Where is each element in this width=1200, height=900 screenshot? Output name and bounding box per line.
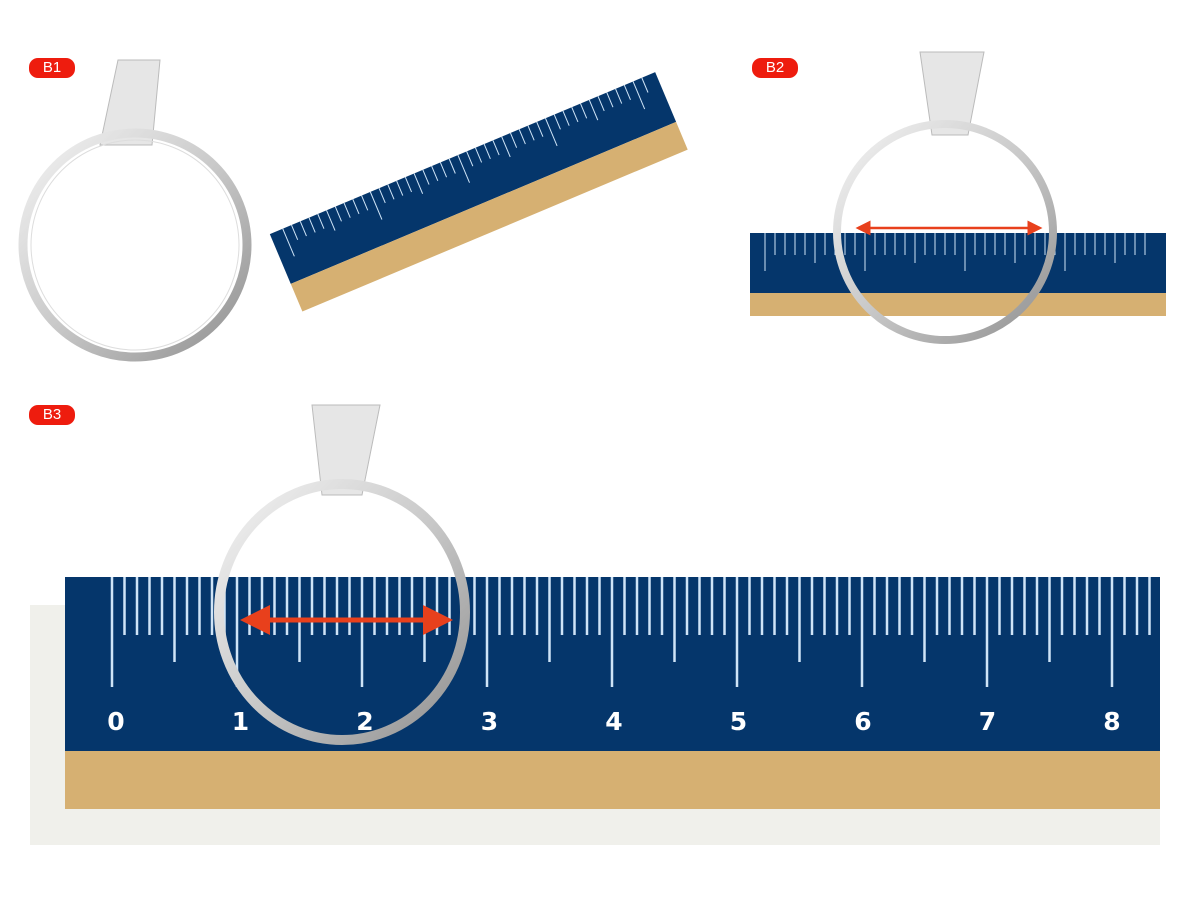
ruler-tick — [606, 92, 614, 108]
ring-b3 — [214, 404, 470, 745]
ruler-tick — [632, 81, 646, 110]
ruler-number: 6 — [854, 707, 871, 736]
ruler-tick — [501, 136, 511, 158]
ruler-tick — [378, 188, 386, 204]
ruler-tick — [527, 125, 535, 141]
ruler-tick — [404, 176, 413, 193]
ruler-number: 5 — [730, 707, 747, 736]
ruler-tick — [509, 132, 518, 148]
ruler-tick — [448, 158, 456, 174]
ruler-tick — [396, 180, 404, 196]
ruler-tick — [580, 103, 588, 119]
ruler-tick — [588, 99, 599, 121]
ruler-tick — [282, 228, 295, 257]
ruler-number: 4 — [605, 707, 622, 736]
ruler-tick — [562, 110, 570, 126]
ruler-tick — [334, 206, 342, 222]
ruler-b2 — [750, 233, 1166, 316]
ruler-tan-edge — [750, 293, 1166, 316]
ring-b1 — [18, 59, 252, 362]
step-badge-b3: B3 — [29, 405, 75, 425]
ruler-tick — [553, 114, 561, 130]
step-badge-b2: B2 — [752, 58, 798, 78]
ruler-number: 8 — [1103, 707, 1120, 736]
ruler-tick — [641, 77, 649, 93]
ruler-tick — [483, 143, 491, 159]
ruler-tick — [466, 151, 474, 167]
ruler-tick — [571, 107, 579, 123]
ruler-b3: 0 1 2 3 4 5 6 7 8 — [30, 577, 1160, 845]
ruler-tick — [615, 88, 623, 104]
ruler-number: 0 — [107, 707, 124, 736]
ruler-tick — [387, 184, 395, 200]
ruler-tick — [439, 162, 448, 178]
ruler-tick — [431, 165, 439, 182]
ruler-tick — [474, 147, 483, 163]
step-badge-b1: B1 — [29, 58, 75, 78]
ruler-tick — [299, 221, 307, 237]
ruler-tick — [369, 191, 383, 220]
ruler-tick — [623, 84, 631, 101]
ruler-tick — [422, 169, 430, 185]
ruler-tick — [317, 213, 325, 229]
ruler-tick — [361, 195, 369, 211]
ruler-number: 2 — [356, 707, 373, 736]
ruler-tan-edge — [290, 121, 688, 312]
ruler-tick — [492, 140, 500, 156]
ruler-blue-face — [269, 72, 677, 284]
ruler-tick — [457, 154, 470, 183]
ring-prong-icon — [99, 59, 161, 146]
ruler-tick — [413, 173, 424, 194]
ruler-blue-face — [750, 233, 1166, 293]
ring-prong-icon — [311, 404, 381, 496]
ruler-tick — [536, 121, 544, 137]
ruler-number: 3 — [481, 707, 498, 736]
ruler-b1 — [269, 72, 688, 312]
ruler-number: 7 — [979, 707, 996, 736]
ruler-tick — [308, 217, 316, 233]
ruler-tick — [597, 95, 605, 112]
ruler-tick — [518, 129, 526, 145]
ring-b2 — [833, 51, 1057, 344]
ruler-number: 1 — [232, 707, 249, 736]
ring-prong-icon — [919, 51, 985, 136]
ruler-tick — [545, 118, 558, 147]
ruler-tick — [343, 202, 351, 218]
ruler-tan-edge — [65, 751, 1160, 809]
ruler-tick — [291, 224, 299, 240]
ruler-tick — [326, 210, 336, 231]
ruler-tick — [352, 199, 360, 215]
